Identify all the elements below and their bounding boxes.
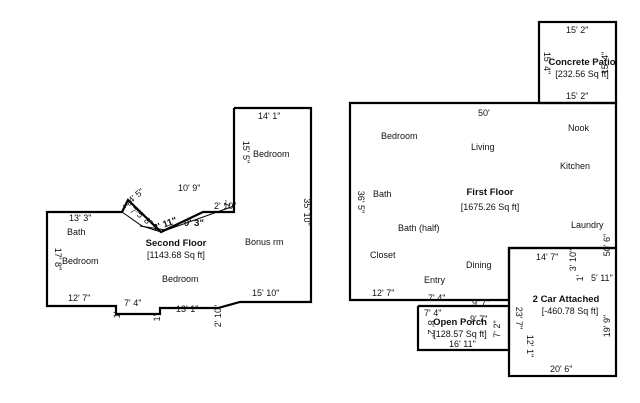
dimension-label: 15' 2": [566, 25, 588, 35]
room-label-laundry: Laundry: [571, 220, 604, 230]
room-label-dining: Dining: [466, 260, 492, 270]
dimension-label: 7' 2": [492, 320, 502, 337]
open-porch: 7' 4" 9' 7" 16' 11" 8' 2" 7' 2" Open Por…: [416, 304, 511, 352]
dimension-label: 7' 4": [424, 308, 441, 318]
dimension-label: 19' 9": [602, 315, 612, 337]
garage-title: 2 Car Attached: [533, 294, 600, 305]
dimension-label: 1': [221, 199, 233, 209]
dimension-label: 12' 7": [372, 288, 394, 298]
room-label-bedroom: Bedroom: [253, 149, 290, 159]
room-label-bath: Bath: [67, 227, 86, 237]
room-label-kitchen: Kitchen: [560, 161, 590, 171]
dimension-label: 50' 6": [602, 234, 612, 256]
dimension-label: 15' 10": [252, 288, 279, 298]
garage-area: [-460.78 Sq ft]: [542, 306, 599, 316]
dimension-label: 1': [575, 274, 585, 281]
concrete-patio-title: Concrete Patio: [548, 57, 615, 68]
room-label-bedroom: Bedroom: [381, 131, 418, 141]
dimension-label: 1': [152, 314, 162, 321]
concrete-patio: 15' 2" 15' 2" 15' 4" 15' 4" Concrete Pat…: [537, 20, 618, 105]
room-label-bath: Bath: [373, 189, 392, 199]
first-floor-area: [1675.26 Sq ft]: [461, 202, 520, 212]
second-floor-area: [1143.68 Sq ft]: [147, 250, 205, 260]
dimension-label: 14' 7": [536, 252, 558, 262]
dimension-label: 23' 7": [514, 307, 524, 329]
dimension-label: 12' 1": [525, 335, 535, 357]
room-label-bedroom: Bedroom: [62, 256, 99, 266]
dimension-label: 17' 8": [53, 248, 63, 270]
room-label-entry: Entry: [424, 275, 446, 285]
room-label-bath-half: Bath (half): [398, 223, 440, 233]
dimension-label: 16' 11": [449, 339, 476, 349]
room-label-bonus-room: Bonus rm: [245, 237, 284, 247]
dimension-label: 9' 3": [184, 218, 204, 229]
dimension-label: 15' 2": [566, 91, 588, 101]
dimension-label: 36' 5": [356, 191, 366, 213]
dimension-label: 9' 7": [470, 314, 487, 324]
garage-outline: [507, 246, 618, 378]
dimension-label: 7' 4": [428, 293, 445, 303]
dimension-label: 14' 1": [258, 111, 280, 121]
dimension-label: 12' 7": [68, 293, 90, 303]
room-label-closet: Closet: [370, 250, 396, 260]
dimension-label: 20' 6": [550, 364, 572, 374]
concrete-patio-area: [232.56 Sq ft]: [555, 69, 609, 79]
room-label-bedroom: Bedroom: [162, 274, 199, 284]
dimension-label: 8' 2": [426, 320, 436, 337]
garage: 2 Car Attached [-460.78 Sq ft] 20' 6" 23…: [507, 246, 618, 378]
room-label-nook: Nook: [568, 123, 590, 133]
dimension-label: 3' 10": [568, 249, 578, 271]
first-floor-title: First Floor: [467, 187, 514, 198]
dimension-label: 2' 10": [214, 201, 236, 211]
open-porch-area: [128.57 Sq ft]: [433, 329, 487, 339]
second-floor-title: Second Floor: [146, 238, 207, 249]
dimension-label: 2' 10": [213, 305, 223, 327]
second-floor-inner-step: [121, 205, 235, 233]
dimension-label: 15' 4": [542, 52, 552, 74]
first-floor: 50' 36' 5" 50' 6" 12' 7" 7' 4" 9' 7" 14'…: [348, 101, 618, 308]
dimension-label: 15' 5": [241, 141, 251, 163]
dimension-label: 7' 4": [124, 298, 141, 308]
dimension-label: 13' 3": [69, 213, 91, 223]
second-floor-step-wall: [139, 225, 167, 231]
room-label-living: Living: [471, 142, 495, 152]
dimension-label: 5' 11": [591, 273, 613, 283]
dimension-label: 50': [478, 108, 490, 118]
open-porch-title: Open Porch: [433, 317, 487, 328]
second-floor-outline: [45, 106, 313, 316]
dimension-label: 9' 7": [472, 298, 489, 308]
dimension-label: 1': [112, 311, 122, 318]
dimension-label: 15' 4": [600, 52, 610, 74]
dimension-label: 10' 9": [178, 183, 200, 193]
second-floor: Second Floor [1143.68 Sq ft] Bath Bedroo…: [45, 106, 313, 327]
dimension-label: 13' 1": [176, 304, 198, 314]
dimension-label: 35' 10": [302, 198, 312, 225]
